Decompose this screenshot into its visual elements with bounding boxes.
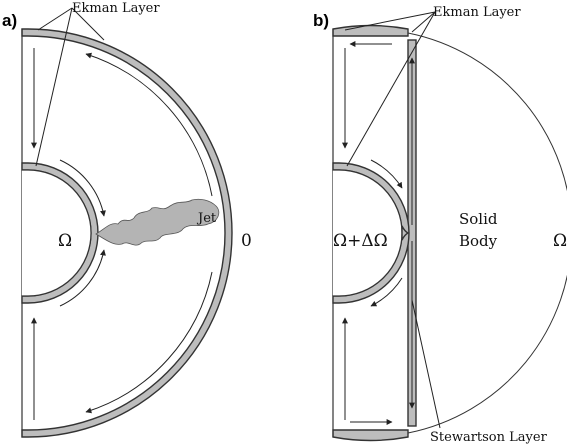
panel-b-tag: b) [313,11,329,30]
panel-b-solid-body-line2: Body [459,232,498,250]
panel-a-inner-rotation: Ω [58,231,72,251]
panel-a-ekman-leader-2 [71,7,105,41]
panel-a-jet-label: Jet [196,211,217,226]
panel-b-ekman-leader-2 [411,11,436,33]
panel-b-layer-junction [401,225,410,241]
panel-a-flow-arrow-outer-top [85,52,213,197]
panel-a-ekman-label: Ekman Layer [72,1,160,16]
panel-b-ekman-label: Ekman Layer [433,5,521,20]
panel-a-ekman-leader-3 [35,7,73,167]
panel-b-inner-rotation: Ω+ΔΩ [333,231,388,251]
panel-b-outer-ekman-layer-bottom [332,429,409,442]
panel-a-inner-cylinder [22,169,92,297]
panel-a: a) Jet Ekman Layer Ω 0 [2,1,252,438]
panel-b-outer-rotation: Ω [553,231,567,251]
panel-b-ekman-leader-3 [346,11,436,167]
panel-a-tag: a) [2,11,17,30]
panel-b-flow-arrow-inner-bottom [370,277,403,307]
panel-b-ekman-leader-1 [344,11,436,31]
panel-b-stewartson-leader [411,299,441,429]
panel-a-ekman-leader-1 [37,7,73,31]
panel-a-flow-arrow-inner-top [59,159,106,217]
panel-b-outer-ekman-layer-top [332,24,409,37]
panel-a-flow-arrow-outer-bottom [85,271,213,414]
panel-b-stewartson-label: Stewartson Layer [430,430,548,445]
panel-b-flow-arrow-inner-top [370,159,403,189]
panel-a-jet [95,198,220,246]
panel-b: b) Ekman Layer Stewartson Layer Ω+Δ [313,5,567,445]
panel-b-solid-body-line1: Solid [459,210,498,228]
panel-b-solid-body-boundary [407,32,567,434]
panel-a-flow-arrow-inner-bottom [59,249,106,307]
panel-a-outer-rotation: 0 [241,231,252,251]
